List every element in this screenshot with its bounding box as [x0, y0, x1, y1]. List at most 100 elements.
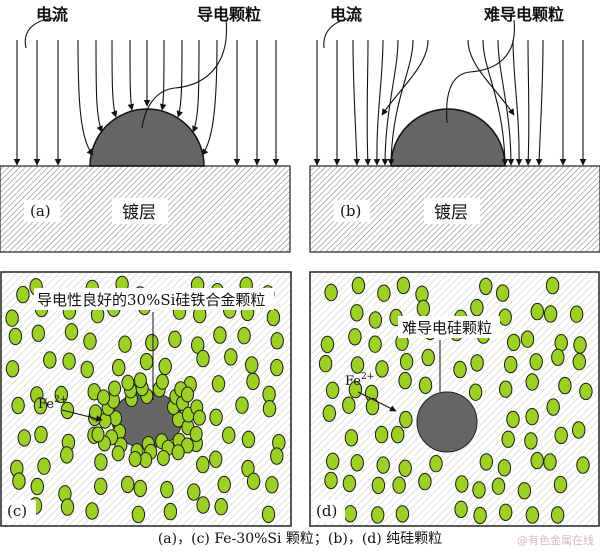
d-green-particle — [543, 305, 558, 323]
d-green-particle — [351, 276, 366, 295]
d-green-particle — [525, 506, 540, 524]
c-green-particle — [131, 505, 146, 524]
c-green-particle — [30, 477, 44, 496]
c-green-particle — [270, 332, 284, 350]
c-adsorbed-green-particle — [91, 426, 105, 443]
title-c: 导电性良好的30%Si硅铁合金颗粒 — [37, 291, 265, 309]
c-green-particle — [213, 326, 227, 344]
conductive-particle-a — [89, 108, 205, 167]
c-green-particle — [5, 360, 20, 378]
c-green-particle — [196, 349, 210, 368]
d-green-particle — [343, 505, 357, 523]
d-green-particle — [418, 376, 433, 394]
c-green-particle — [196, 455, 210, 474]
c-adsorbed-green-particle — [121, 374, 135, 391]
d-green-particle — [320, 335, 335, 354]
adsorbed-cluster-c — [88, 372, 206, 468]
current-lines-b — [313, 39, 587, 166]
c-green-particle — [139, 352, 154, 371]
current-pointer-b — [323, 17, 359, 49]
c-green-particle — [60, 446, 74, 464]
d-green-particle — [525, 408, 539, 426]
d-green-particle — [418, 472, 432, 491]
c-green-particle — [224, 348, 238, 366]
d-green-particle — [324, 283, 338, 302]
c-green-particle — [62, 352, 76, 370]
c-green-particle — [262, 400, 277, 418]
current-label-b: 电流 — [330, 5, 362, 24]
c-adsorbed-green-particle — [192, 409, 206, 426]
ion-symbol-d: Fe — [345, 374, 361, 389]
d-green-particle — [553, 475, 568, 494]
d-green-particle — [399, 353, 414, 371]
c-adsorbed-green-particle — [133, 372, 147, 389]
d-green-particle — [479, 453, 493, 471]
d-green-particle — [576, 456, 590, 474]
d-green-particle — [529, 353, 543, 371]
c-green-particle — [80, 360, 94, 379]
d-green-particle — [342, 474, 357, 493]
c-adsorbed-green-particle — [97, 389, 111, 406]
d-green-particle — [530, 451, 544, 470]
c-green-particle — [60, 498, 75, 516]
tag-box-c — [4, 500, 36, 522]
c-green-particle — [54, 385, 68, 404]
d-green-particle — [375, 360, 389, 378]
c-green-particle — [222, 426, 236, 444]
d-green-particle — [371, 476, 386, 495]
d-green-particle — [499, 380, 513, 398]
c-green-particle — [245, 356, 259, 374]
d-green-particle — [348, 380, 363, 399]
ion-arrow-d — [357, 391, 397, 412]
tag-box-b — [334, 200, 370, 222]
panel-d: 难导电硅颗粒 Fe2+ (d) — [309, 271, 600, 527]
d-green-particle — [368, 335, 382, 353]
c-green-particle — [211, 375, 226, 393]
c-green-particle — [64, 323, 79, 341]
c-green-particle — [237, 327, 251, 345]
d-green-particle — [318, 355, 333, 373]
title-box-c — [34, 288, 274, 310]
d-green-particle — [573, 336, 587, 354]
c-green-particle — [5, 309, 19, 327]
c-green-particle — [11, 396, 25, 415]
c-green-particle — [85, 502, 99, 520]
c-green-particle — [246, 372, 260, 391]
c-green-particle — [37, 457, 51, 475]
d-green-particle — [579, 382, 593, 401]
ion-label-d: Fe2+ — [345, 372, 374, 389]
d-green-particle — [342, 396, 356, 414]
d-green-particle — [520, 330, 535, 348]
c-green-particle — [246, 472, 261, 490]
c-green-particle — [17, 429, 31, 447]
d-green-particle — [374, 425, 389, 444]
c-green-particle — [34, 425, 48, 444]
c-green-particle — [265, 476, 279, 494]
d-green-particle — [350, 454, 364, 472]
panel-c: 导电性良好的30%Si硅铁合金颗粒 Fe2+ (c) — [0, 271, 292, 527]
ion-arrow-c — [61, 409, 103, 422]
d-green-particle — [421, 348, 435, 367]
coating-label-box-a — [112, 198, 168, 224]
d-green-particle — [473, 506, 487, 525]
panel-tag-b: (b) — [340, 202, 361, 220]
c-adsorbed-green-particle — [108, 380, 122, 397]
d-green-particle — [470, 354, 484, 372]
ion-label-c: Fe2+ — [38, 395, 67, 412]
d-green-particle — [497, 459, 512, 477]
c-green-particle — [94, 477, 108, 495]
panel-tag-a: (a) — [30, 202, 51, 220]
c-green-particle — [16, 285, 30, 304]
d-green-particle — [501, 430, 515, 448]
title-d: 难导电硅颗粒 — [402, 319, 492, 337]
c-adsorbed-green-particle — [189, 426, 203, 442]
c-green-particle — [235, 396, 249, 414]
c-green-particle — [217, 475, 231, 494]
d-green-particle — [395, 505, 410, 523]
c-green-particle — [196, 496, 210, 514]
d-green-particle — [470, 298, 484, 317]
d-green-particle — [558, 376, 572, 395]
c-green-particle — [209, 408, 223, 426]
tag-box-a — [24, 200, 60, 222]
ion-charge-d: 2+ — [361, 372, 374, 382]
